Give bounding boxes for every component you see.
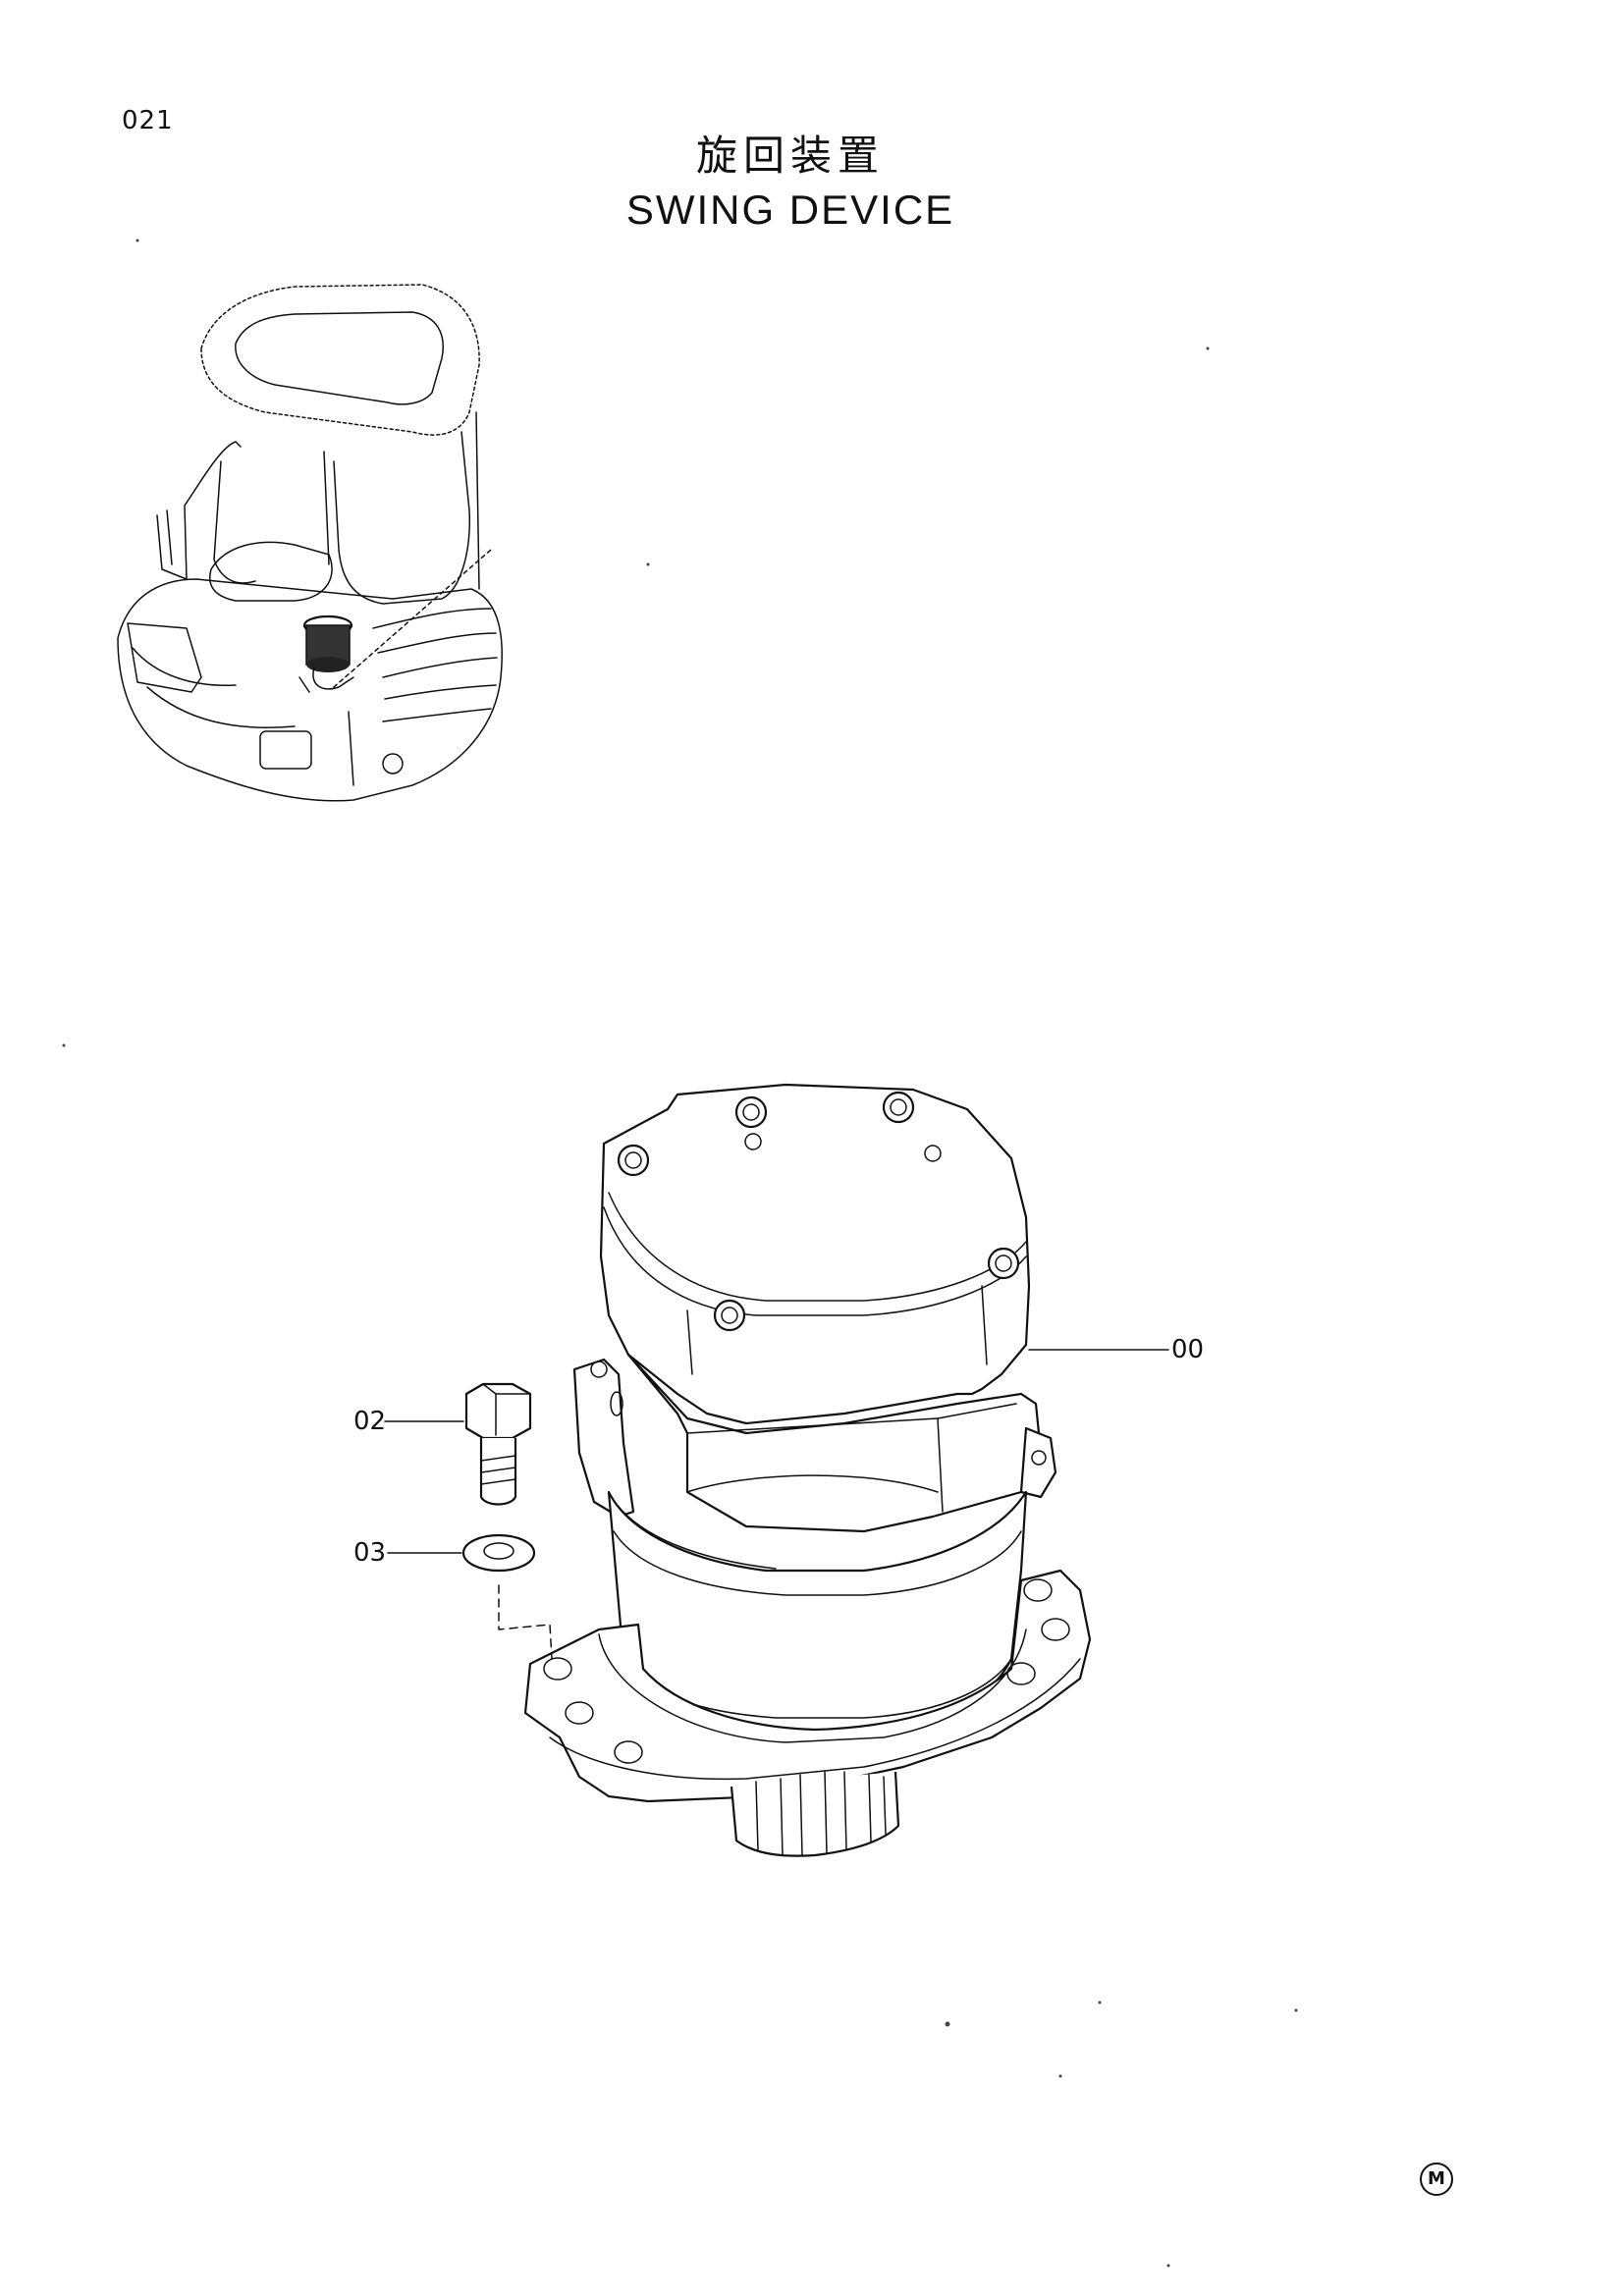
pinion-gear	[730, 1771, 900, 1857]
callout-02: 02	[353, 1407, 387, 1436]
m-mark: M	[1420, 2163, 1453, 2196]
cover-bolts	[617, 1091, 1020, 1332]
callout-03: 03	[353, 1538, 387, 1568]
title-block: 旋回装置 SWING DEVICE	[0, 130, 1581, 238]
flange-holes	[543, 1578, 1070, 1764]
bolt-part	[464, 1382, 532, 1506]
title-japanese: 旋回装置	[695, 132, 885, 180]
callout-00: 00	[1171, 1335, 1205, 1364]
swing-device-assembly	[498, 1083, 1092, 1857]
excavator-location-view	[117, 284, 503, 802]
title-english: SWING DEVICE	[625, 187, 955, 233]
page-number: 021	[122, 106, 174, 135]
washer-part	[461, 1533, 536, 1573]
